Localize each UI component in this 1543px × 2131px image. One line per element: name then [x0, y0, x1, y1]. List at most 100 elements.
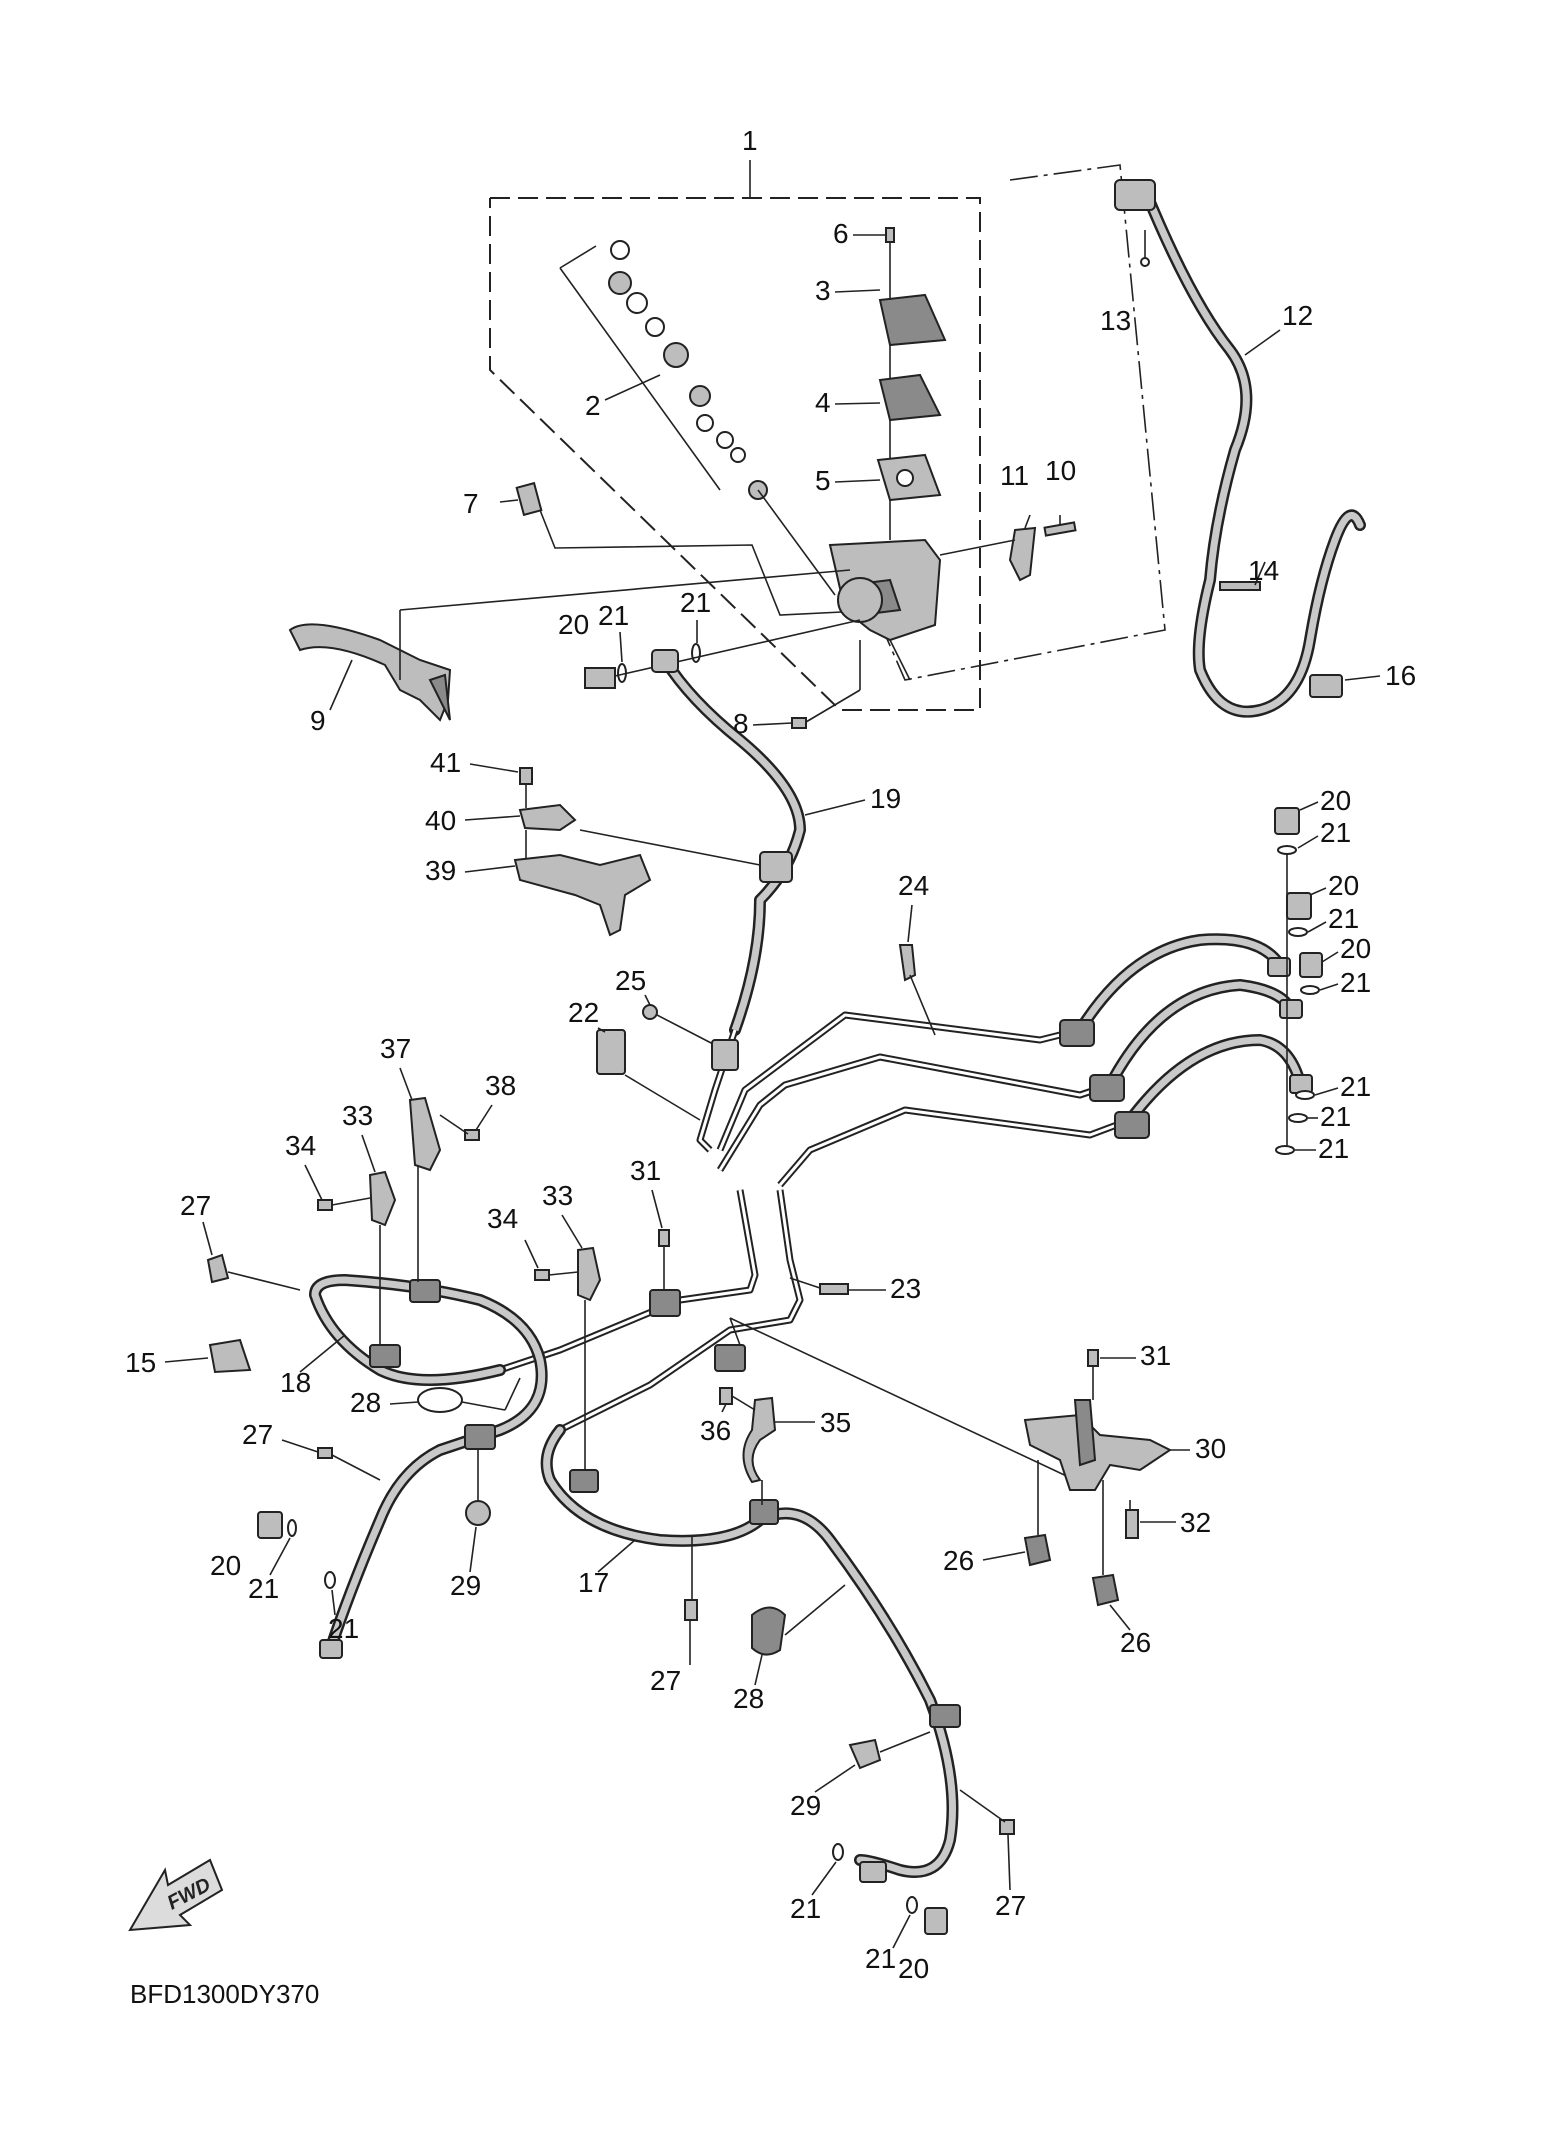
bolt-34-a — [317, 1199, 333, 1211]
callout-5: 5 — [815, 465, 831, 496]
washer-21-r1 — [1277, 845, 1297, 855]
callout-27-c: 27 — [650, 1665, 681, 1696]
washer-21-r6 — [1275, 1145, 1295, 1155]
clamp-35 — [742, 1396, 777, 1484]
union-bolt-20-ll — [257, 1511, 283, 1539]
union-bolt-20-r1 — [1274, 807, 1300, 835]
switch-11 — [1008, 526, 1037, 582]
joint-31b — [714, 1344, 746, 1372]
bolt-7 — [515, 481, 543, 517]
callout-7: 7 — [463, 488, 479, 519]
washer-21-r3 — [1300, 985, 1320, 995]
callout-3: 3 — [815, 275, 831, 306]
bracket-37 — [408, 1096, 442, 1172]
callout-33-b: 33 — [542, 1180, 573, 1211]
washer-21-b1 — [832, 1843, 844, 1861]
part-16 — [1309, 674, 1343, 698]
callout-21-r6: 21 — [1318, 1133, 1349, 1164]
callout-21-a: 21 — [598, 600, 629, 631]
callout-labels: 1 2 3 4 5 6 7 8 9 10 11 12 13 14 15 16 1… — [125, 125, 1416, 1984]
brake-pipes — [716, 1011, 1132, 1188]
callout-27-a: 27 — [180, 1190, 211, 1221]
part-32 — [1125, 1509, 1139, 1539]
callout-33-a: 33 — [342, 1100, 373, 1131]
washer-21-r4 — [1295, 1090, 1315, 1100]
callout-31-b: 31 — [1140, 1340, 1171, 1371]
clip-27-d — [999, 1819, 1015, 1835]
callout-41: 41 — [430, 747, 461, 778]
union-bolt-20-top — [584, 667, 616, 689]
hose-17 — [540, 1424, 961, 1883]
washer-21-ll1 — [287, 1519, 297, 1537]
callout-20-a: 20 — [558, 609, 589, 640]
bolt-31-a — [658, 1229, 670, 1247]
bracket-30 — [1023, 1399, 1172, 1491]
clamp-14 — [1219, 581, 1261, 591]
part-26-b — [1091, 1573, 1120, 1607]
part-15 — [208, 1338, 252, 1374]
part-22 — [596, 1029, 626, 1075]
callout-29-b: 29 — [790, 1790, 821, 1821]
callout-21-r4: 21 — [1340, 1071, 1371, 1102]
bracket-33-a — [368, 1170, 397, 1227]
plate-5 — [876, 453, 942, 502]
callout-15: 15 — [125, 1347, 156, 1378]
part-25 — [642, 1004, 658, 1020]
hose-12 — [1114, 179, 1366, 718]
callout-24: 24 — [898, 870, 929, 901]
callout-12: 12 — [1282, 300, 1313, 331]
bolt-8 — [791, 717, 807, 729]
center-pipes — [498, 1189, 804, 1434]
screw-6 — [885, 227, 895, 243]
callout-40: 40 — [425, 805, 456, 836]
callout-21-ll2: 21 — [328, 1613, 359, 1644]
callout-30: 30 — [1195, 1433, 1226, 1464]
callout-21-r3: 21 — [1340, 967, 1371, 998]
callout-32: 32 — [1180, 1507, 1211, 1538]
washer-21-b2 — [906, 1896, 918, 1914]
callout-9: 9 — [310, 705, 326, 736]
callout-29-a: 29 — [450, 1570, 481, 1601]
grommet-28-a — [417, 1387, 463, 1413]
clip-27-c — [684, 1599, 698, 1621]
callout-27-d: 27 — [995, 1890, 1026, 1921]
callout-10: 10 — [1045, 455, 1076, 486]
hose-upper-right — [1059, 933, 1313, 1139]
part-13 — [1140, 257, 1150, 267]
callout-27-b: 27 — [242, 1419, 273, 1450]
assembly-box-12 — [869, 164, 1166, 681]
callout-37: 37 — [380, 1033, 411, 1064]
callout-20-r2: 20 — [1328, 870, 1359, 901]
union-bolt-20-r2 — [1286, 892, 1312, 920]
callout-21-b2: 21 — [865, 1943, 896, 1974]
bolt-31-b — [1087, 1349, 1099, 1367]
callout-18: 18 — [280, 1367, 311, 1398]
callout-19: 19 — [870, 783, 901, 814]
callout-21-b1: 21 — [790, 1893, 821, 1924]
grommet-28-b — [751, 1606, 787, 1656]
bolt-36 — [719, 1387, 733, 1405]
part-29-b — [848, 1738, 882, 1770]
piston-kit-2 — [559, 240, 768, 500]
callout-20-ll: 20 — [210, 1550, 241, 1581]
diaphragm-4 — [878, 373, 942, 422]
callout-2: 2 — [585, 390, 601, 421]
callout-31-a: 31 — [630, 1155, 661, 1186]
bracket-40 — [518, 803, 577, 832]
part-26-a — [1023, 1533, 1052, 1567]
screw-10 — [1043, 521, 1077, 537]
callout-21-r5: 21 — [1320, 1101, 1351, 1132]
callout-39: 39 — [425, 855, 456, 886]
hose-19 — [651, 649, 806, 1036]
clip-27-b — [317, 1447, 333, 1459]
callout-36: 36 — [700, 1415, 731, 1446]
diagram-code: BFD1300DY370 — [130, 1979, 319, 2009]
callout-20-r1: 20 — [1320, 785, 1351, 816]
washer-21-b — [691, 643, 701, 663]
master-cylinder-body — [828, 538, 942, 642]
bracket-39 — [513, 853, 652, 937]
callout-6: 6 — [833, 218, 849, 249]
washer-21-ll2 — [324, 1571, 336, 1589]
callout-28-a: 28 — [350, 1387, 381, 1418]
assembly-box-1 — [489, 197, 981, 711]
